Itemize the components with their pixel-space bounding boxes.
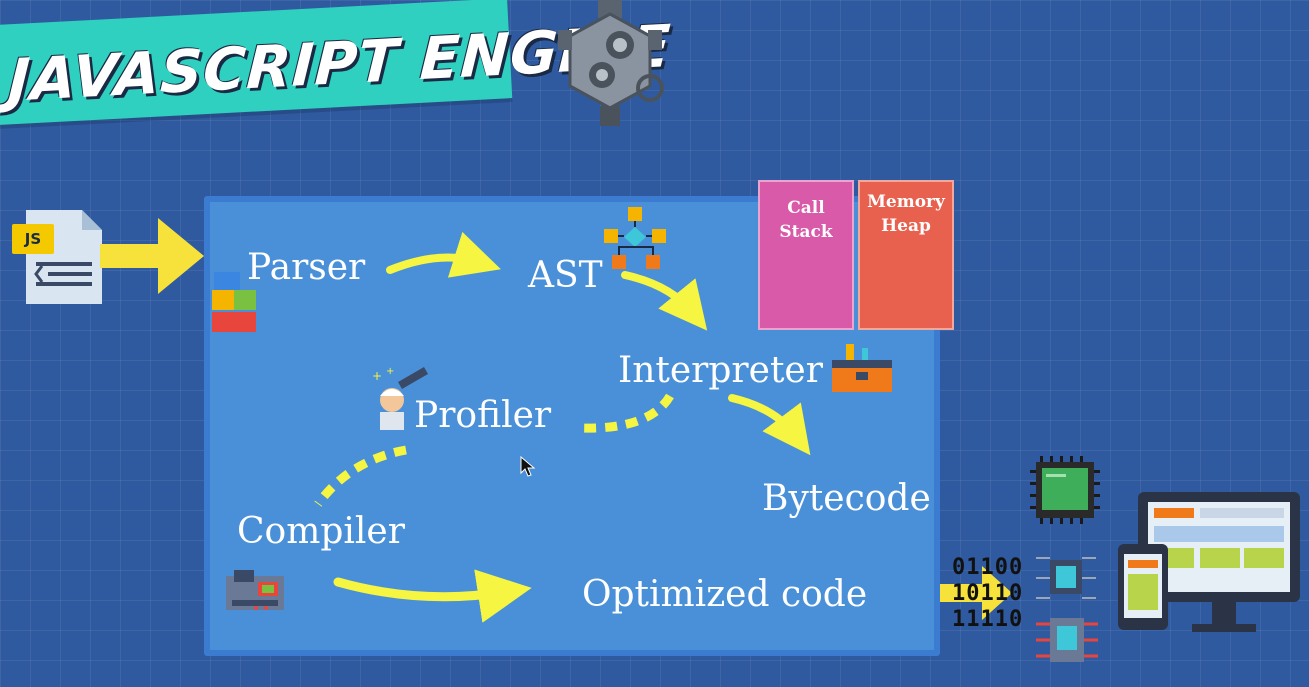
node-parser: Parser	[247, 247, 366, 288]
node-bytecode: Bytecode	[762, 478, 931, 519]
node-ast: AST	[528, 255, 603, 296]
node-interpreter: Interpreter	[618, 350, 823, 391]
call-stack: Call Stack	[758, 180, 854, 330]
arrow-interpreter-profiler	[579, 393, 674, 433]
svg-text:+: +	[386, 366, 394, 377]
monitor-icon	[1118, 492, 1300, 632]
scientist-icon: + +	[372, 366, 428, 430]
memory-heap: Memory Heap	[858, 180, 954, 330]
arrow-parser-ast	[386, 231, 501, 278]
node-compiler: Compiler	[237, 511, 405, 552]
svg-text:+: +	[372, 369, 382, 383]
arrow-compiler-optimized	[333, 569, 532, 623]
input-arrow	[100, 218, 204, 294]
binary-output: 01100 10110 11110	[952, 555, 1023, 633]
js-badge: JS	[12, 224, 54, 254]
engine-icon	[558, 0, 664, 126]
circuit-icon	[1036, 618, 1098, 662]
arrow-ast-interpreter	[621, 271, 708, 331]
cpu-icon	[1030, 456, 1100, 524]
memory-heap-label: Memory Heap	[867, 192, 945, 236]
node-profiler: Profiler	[414, 395, 552, 436]
output-arrow-head	[982, 566, 1012, 620]
binary-row: 01100	[952, 555, 1024, 580]
output-arrow-shaft	[940, 584, 986, 602]
binary-row: 10110	[952, 581, 1024, 606]
mouse-cursor-icon	[520, 456, 536, 477]
tree-icon	[604, 207, 666, 269]
chip-icon	[1036, 557, 1096, 599]
arrow-interpreter-bytecode	[728, 394, 811, 456]
blocks-icon	[212, 272, 256, 332]
binary-row: 11110	[952, 607, 1024, 632]
machine-icon	[226, 570, 284, 610]
call-stack-label: Call Stack	[779, 198, 833, 242]
node-optimized-code: Optimized code	[582, 574, 868, 615]
arrow-profiler-compiler	[314, 445, 407, 507]
toolbox-icon	[832, 344, 892, 392]
